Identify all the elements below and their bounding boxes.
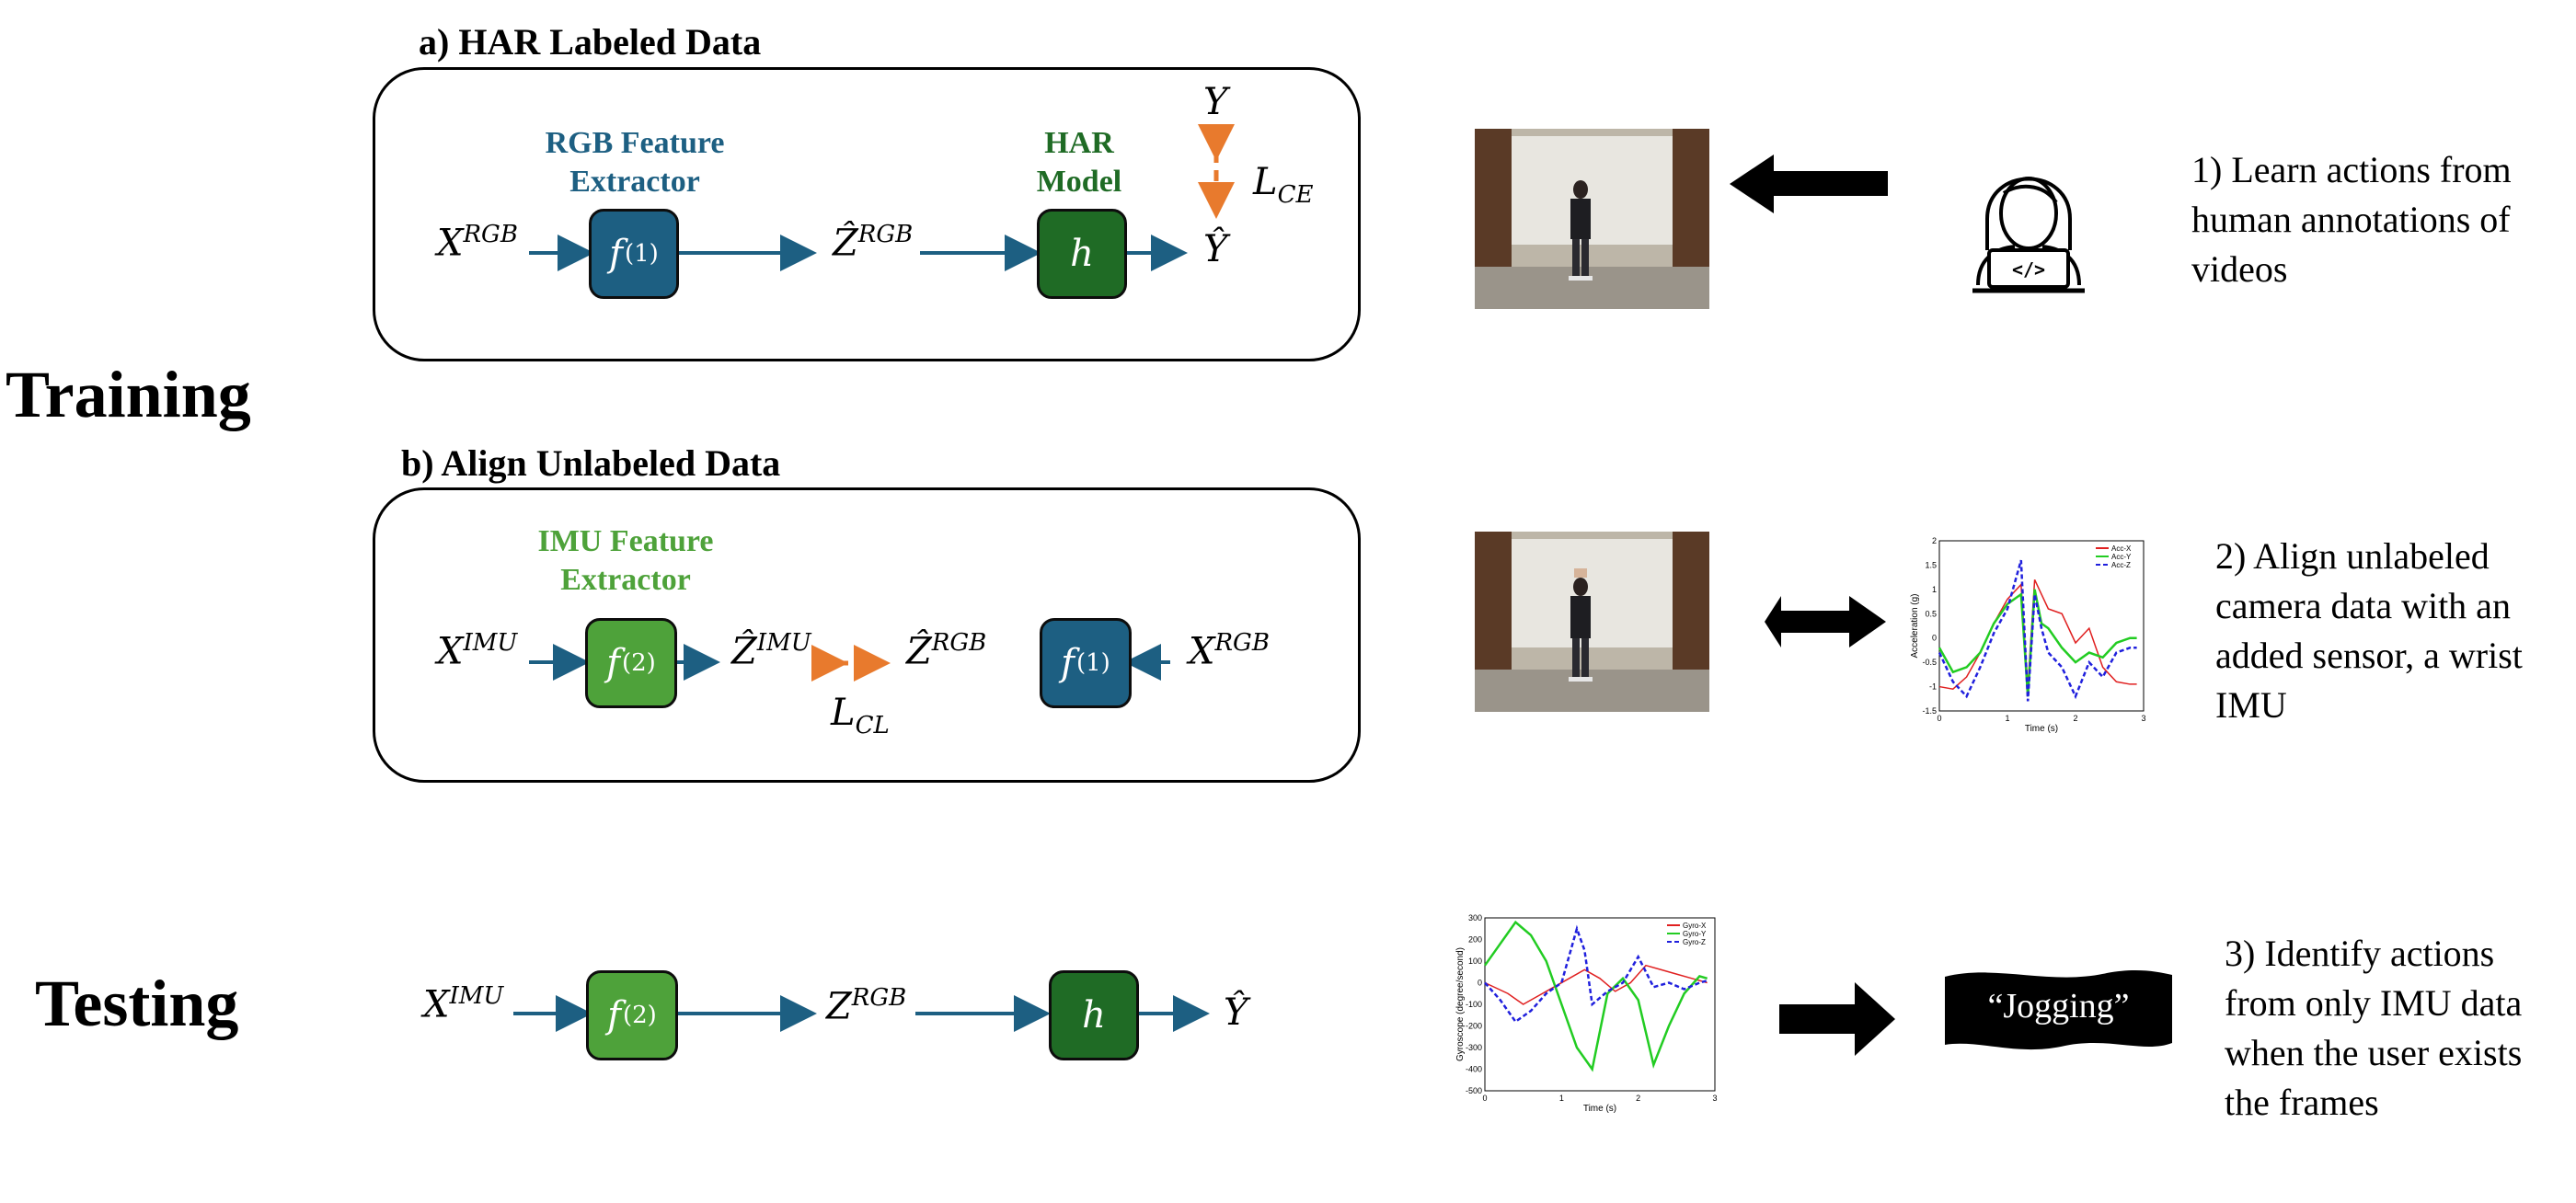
y-hat-symbol: Ŷ	[1203, 228, 1228, 270]
panel-har-labeled	[373, 67, 1361, 361]
testing-label: Testing	[35, 967, 239, 1040]
series-line-gyro-y	[1483, 920, 1708, 1072]
y-tick-label: 0	[1932, 634, 1937, 643]
f1-box-b: f(1)	[1040, 618, 1132, 708]
y-tick-label: -200	[1466, 1022, 1482, 1031]
y-tick-label: -500	[1466, 1086, 1482, 1095]
x-tick-label: 1	[2005, 714, 2009, 723]
y-tick-label: -0.5	[1922, 658, 1937, 667]
z-hat-rgb-symbol-b: ẐRGB	[906, 629, 987, 673]
legend-label: Acc-Y	[2111, 553, 2132, 561]
har-model-caption: HAR Model	[1036, 126, 1122, 199]
z-rgb-symbol-test: ZRGB	[826, 984, 907, 1028]
f2-box: f(2)	[585, 618, 677, 708]
y-tick-label: -300	[1466, 1043, 1482, 1052]
x-tick-label: 3	[2141, 714, 2145, 723]
h-box: h	[1037, 209, 1127, 299]
section-a-title: a) HAR Labeled Data	[419, 21, 762, 63]
svg-text:</>: </>	[2012, 258, 2045, 281]
y-symbol: Y	[1203, 81, 1228, 123]
y-tick-label: 100	[1468, 957, 1482, 966]
panel-align-unlabeled	[373, 487, 1361, 783]
series-line-acc-z	[1938, 559, 2137, 702]
z-hat-imu-symbol: ẐIMU	[731, 629, 811, 673]
legend-label: Acc-X	[2111, 544, 2132, 553]
f2-box-test: f(2)	[586, 970, 678, 1060]
jogging-label: “Jogging”	[1987, 987, 2130, 1025]
y-tick-label: -1	[1929, 682, 1937, 692]
y-tick-label: -400	[1466, 1065, 1482, 1074]
imu-extractor-caption: IMU Feature Extractor	[537, 524, 714, 597]
x-imu-symbol-test: XIMU	[423, 982, 504, 1026]
y-tick-label: -1.5	[1922, 706, 1937, 716]
plot-area	[1484, 917, 1716, 1092]
z-hat-rgb-symbol: ẐRGB	[833, 221, 914, 265]
x-tick-label: 2	[1636, 1094, 1640, 1103]
x-tick-label: 2	[2073, 714, 2077, 723]
x-tick-label: 1	[1559, 1094, 1564, 1103]
x-tick-label: 0	[1482, 1094, 1487, 1103]
y-tick-label: 0	[1478, 979, 1482, 988]
x-tick-label: 0	[1937, 714, 1941, 723]
rgb-extractor-caption: RGB Feature Extractor	[545, 126, 725, 199]
x-rgb-symbol: XRGB	[437, 221, 518, 265]
y-axis-label: Acceleration (g)	[1910, 593, 1920, 658]
y-tick-label: 200	[1468, 935, 1482, 945]
x-tick-label: 3	[1712, 1094, 1717, 1103]
y-tick-label: 300	[1468, 913, 1482, 922]
double-arrow-icon	[1765, 596, 1886, 647]
l-ce-symbol: LCE	[1253, 161, 1314, 209]
legend-label: Gyro-X	[1683, 922, 1707, 930]
y-tick-label: 2	[1932, 536, 1937, 545]
y-axis-label: Gyroscope (degree/second)	[1455, 947, 1466, 1061]
annotator-icon: </>	[1972, 177, 2085, 293]
x-imu-symbol: XIMU	[437, 629, 518, 673]
h-box-test: h	[1049, 970, 1139, 1060]
legend-label: Gyro-Z	[1683, 938, 1706, 946]
series-line-gyro-z	[1484, 924, 1708, 1024]
l-cl-symbol: LCL	[831, 692, 890, 739]
y-tick-label: 1	[1932, 585, 1937, 594]
section-b-title: b) Align Unlabeled Data	[401, 442, 781, 484]
x-axis-label: Time (s)	[1583, 1104, 1616, 1114]
y-tick-label: 1.5	[1925, 560, 1937, 569]
series-line-gyro-x	[1484, 964, 1708, 1005]
legend-label: Gyro-Y	[1683, 930, 1707, 938]
jogging-banner	[1945, 969, 2172, 1050]
legend-label: Acc-Z	[2111, 561, 2131, 569]
left-arrow-icon	[1730, 155, 1888, 213]
y-tick-label: -100	[1466, 1000, 1482, 1009]
x-axis-label: Time (s)	[2025, 724, 2058, 734]
y-tick-label: 0.5	[1925, 609, 1937, 618]
right-arrow-icon	[1779, 982, 1895, 1056]
training-label: Training	[6, 358, 251, 431]
x-rgb-symbol-b: XRGB	[1189, 629, 1270, 673]
video-frame-2	[1475, 532, 1709, 712]
video-frame-1	[1475, 129, 1709, 309]
y-hat-symbol-test: Ŷ	[1224, 991, 1248, 1034]
f1-box: f(1)	[589, 209, 679, 299]
